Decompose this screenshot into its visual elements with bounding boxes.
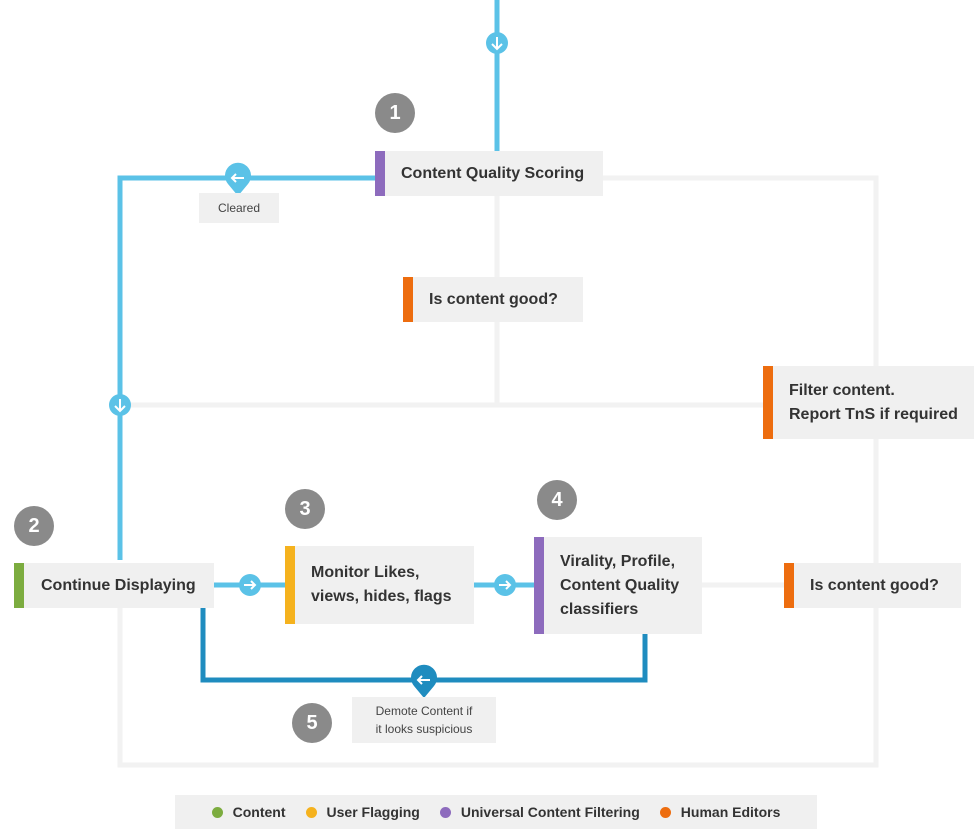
content-marker (14, 563, 24, 608)
continue-displaying-node: Continue Displaying (14, 563, 214, 608)
legend-item-universal-content-filtering: Universal Content Filtering (439, 804, 640, 820)
arrow-down-icon (109, 394, 131, 416)
monitor-likes-node: Monitor Likes, views, hides, flags (285, 546, 474, 624)
node-label: Monitor Likes, views, hides, flags (311, 561, 452, 609)
node-label: Is content good? (429, 290, 558, 308)
step-badge-5: 5 (292, 703, 332, 743)
legend-dot (211, 806, 223, 818)
step-badge-1: 1 (375, 93, 415, 133)
universal-filtering-marker (375, 151, 385, 196)
legend-dot (659, 806, 671, 818)
step-badge-3: 3 (285, 489, 325, 529)
legend-dot (305, 806, 317, 818)
node-label-line: views, hides, flags (311, 588, 452, 605)
is-content-good-node-2: Is content good? (784, 563, 961, 608)
frame-lines (117, 175, 879, 768)
filter-content-node: Filter content. Report TnS if required (763, 366, 974, 439)
node-label-line: Virality, Profile, (560, 552, 676, 570)
cleared-note: Cleared (199, 193, 279, 223)
step-badge-4: 4 (537, 480, 577, 520)
node-label: Content Quality Scoring (401, 164, 585, 182)
node-label-line: Filter content. (789, 381, 895, 399)
node-label-line: Report TnS if required (789, 405, 958, 423)
note-line: Demote Content if (375, 704, 473, 718)
node-label-line: classifiers (560, 600, 639, 618)
legend: Content User Flagging Universal Content … (175, 795, 817, 829)
node-label: Continue Displaying (41, 576, 196, 594)
legend-label: Content (232, 804, 286, 820)
user-flagging-marker (285, 546, 295, 624)
legend-dot (439, 806, 451, 818)
human-editors-marker (403, 277, 413, 322)
arrow-right-icon (494, 574, 516, 596)
classifiers-node: Virality, Profile, Content Quality class… (534, 537, 702, 634)
content-quality-scoring-node: Content Quality Scoring (375, 151, 603, 196)
legend-label: User Flagging (326, 804, 420, 820)
human-editors-marker (763, 366, 773, 439)
note-line: it looks suspicious (375, 722, 473, 736)
node-label: Is content good? (810, 576, 939, 594)
legend-item-content: Content (211, 804, 286, 820)
arrow-left-icon (225, 162, 252, 196)
legend-label: Human Editors (680, 804, 781, 820)
node-label: Virality, Profile, Content Quality class… (560, 550, 679, 622)
node-label: Filter content. Report TnS if required (789, 379, 958, 427)
arrow-left-icon (411, 664, 437, 698)
human-editors-marker (784, 563, 794, 608)
legend-item-user-flagging: User Flagging (305, 804, 420, 820)
arrow-down-icon (486, 32, 508, 54)
is-content-good-node-1: Is content good? (403, 277, 583, 322)
arrow-right-icon (239, 574, 261, 596)
universal-filtering-marker (534, 537, 544, 634)
legend-label: Universal Content Filtering (460, 804, 640, 820)
step-badge-2: 2 (14, 506, 54, 546)
legend-item-human-editors: Human Editors (659, 804, 781, 820)
demote-content-note: Demote Content if it looks suspicious (352, 697, 496, 743)
node-label-line: Content Quality (560, 576, 680, 594)
node-label-line: Monitor Likes, (311, 564, 420, 581)
